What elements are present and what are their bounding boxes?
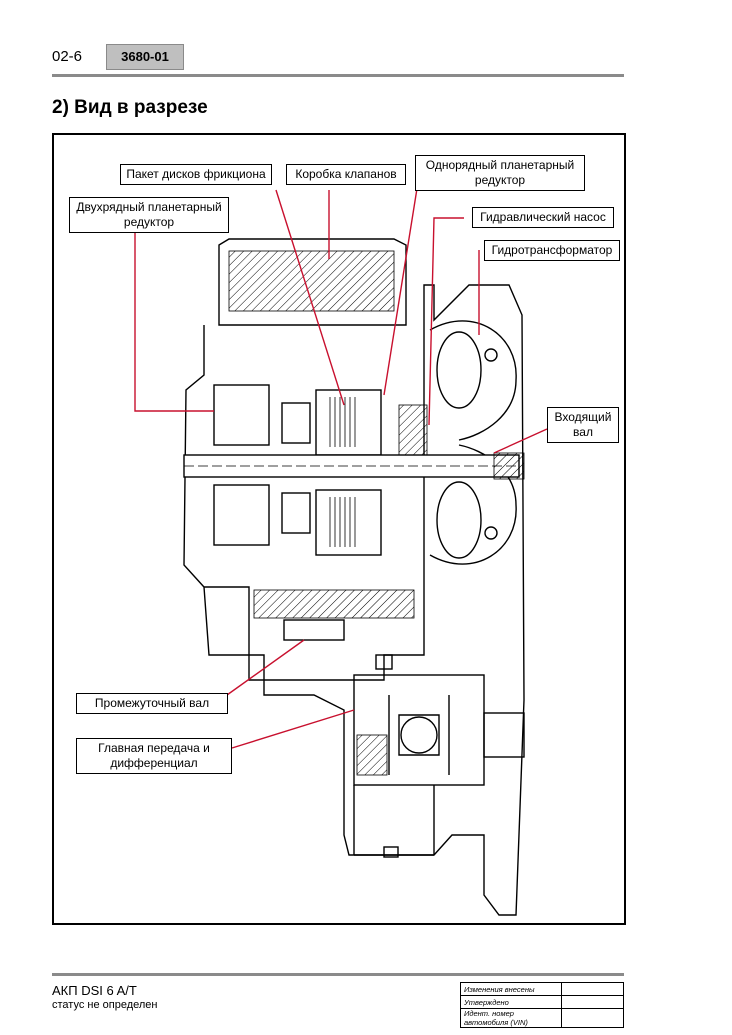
footer-title: АКП DSI 6 A/T <box>52 983 137 998</box>
approval-row: Изменения внесены <box>460 982 624 996</box>
callout-intermediate-shaft: Промежуточный вал <box>76 693 228 714</box>
footer-rule <box>52 973 624 976</box>
section-title: 2) Вид в разрезе <box>52 97 208 118</box>
page-number: 02-6 <box>52 48 83 65</box>
approval-label: Утверждено <box>460 995 562 1009</box>
approval-table: Изменения внесены Утверждено Идент. номе… <box>460 982 624 1028</box>
approval-value <box>561 1008 624 1028</box>
callout-single-planetary: Однорядный планетарный редуктор <box>415 155 585 191</box>
approval-row: Утверждено <box>460 995 624 1009</box>
callout-oil-pump: Гидравлический насос <box>472 207 614 228</box>
callout-torque-converter: Гидротрансформатор <box>484 240 620 261</box>
transmission-cross-section-drawing <box>134 175 548 916</box>
callout-clutch-pack: Пакет дисков фрикциона <box>120 164 272 185</box>
callout-double-planetary: Двухрядный планетарный редуктор <box>69 197 229 233</box>
approval-row: Идент. номер автомобиля (VIN) <box>460 1008 624 1028</box>
callout-input-shaft: Входящий вал <box>547 407 619 443</box>
footer-status: статус не определен <box>52 999 158 1011</box>
figure-frame: Пакет дисков фрикциона Коробка клапанов … <box>52 133 626 925</box>
header-rule <box>52 74 624 77</box>
doc-code-badge: 3680-01 <box>106 44 184 70</box>
approval-label: Изменения внесены <box>460 982 562 996</box>
callout-final-drive: Главная передача и дифференциал <box>76 738 232 774</box>
callout-valve-body: Коробка клапанов <box>286 164 406 185</box>
approval-value <box>561 982 624 996</box>
approval-value <box>561 995 624 1009</box>
approval-label: Идент. номер автомобиля (VIN) <box>460 1008 562 1028</box>
